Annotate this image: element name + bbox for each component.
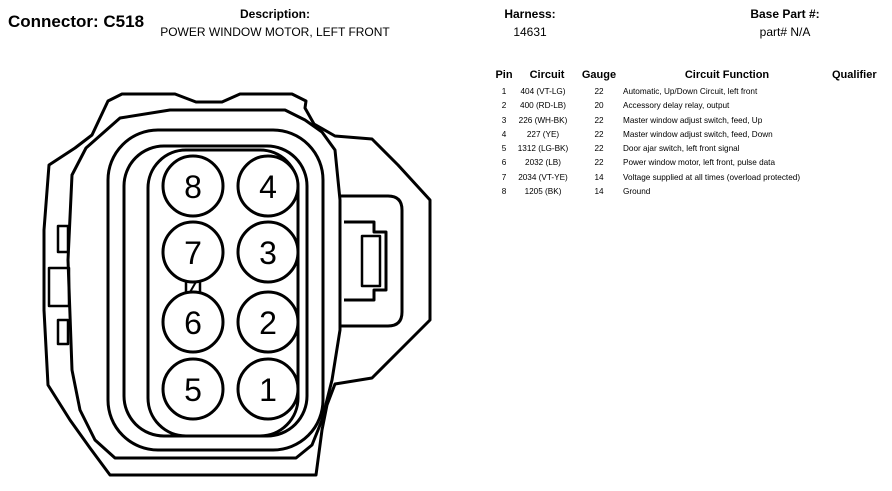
cell-function: Accessory delay relay, output [623,101,730,111]
cell-circuit: 1205 (BK) [524,187,562,197]
locking-latch-inner [344,220,388,302]
cell-pin: 3 [501,115,507,125]
cell-pin: 2 [501,101,507,111]
cell-function: Master window adjust switch, feed, Down [623,129,773,139]
pin-label-8: 8 [184,169,202,205]
cell-circuit: 2034 (VT-YE) [518,172,568,182]
description-label: Description: [239,7,310,21]
pin-2 [236,290,300,354]
pin-label-4: 4 [259,169,277,205]
table-row: 1 404 (VT-LG) 22 Automatic, Up/Down Circ… [492,87,892,101]
pin-8 [161,154,225,218]
table-row: 5 1312 (LG-BK) 22 Door ajar switch, left… [492,144,892,158]
table-row: 4 227 (YE) 22 Master window adjust switc… [492,130,892,144]
cell-circuit: 226 (WH-BK) [518,115,568,125]
key-slot-bottom [56,318,70,346]
base-part-label: Base Part #: [750,7,820,21]
cell-gauge: 14 [594,187,604,197]
pin-cavities [161,154,300,421]
cell-circuit: 400 (RD-LB) [520,101,566,111]
key-slot-top [56,224,70,254]
connector-outer-shell [42,92,432,477]
table-row: 2 400 (RD-LB) 20 Accessory delay relay, … [492,101,892,115]
cell-pin: 5 [501,144,507,154]
cell-circuit: 2032 (LB) [525,158,561,168]
pin-label-2: 2 [259,305,277,341]
description-value: POWER WINDOW MOTOR, LEFT FRONT [160,25,390,39]
cell-pin: 7 [501,172,507,182]
table-row: 3 226 (WH-BK) 22 Master window adjust sw… [492,116,892,130]
pin-label-3: 3 [259,235,277,271]
key-slot-middle [47,266,71,308]
connector-label: Connector: [8,12,99,31]
cell-gauge: 22 [594,115,604,125]
cell-circuit: 1312 (LG-BK) [517,144,569,154]
locking-latch [340,194,404,328]
pin-5 [161,357,225,421]
cell-circuit: 404 (VT-LG) [520,87,566,96]
pin-label-5: 5 [184,372,202,408]
connector-title: Connector: C518 [8,12,144,32]
table-row: 8 1205 (BK) 14 Ground [492,187,892,201]
cell-gauge: 22 [594,158,604,168]
harness-value: 14631 [513,25,547,39]
cell-gauge: 20 [594,101,604,111]
cell-pin: 8 [501,187,507,197]
cell-circuit: 227 (YE) [526,129,560,139]
connector-pin-well [146,148,300,438]
cell-function: Door ajar switch, left front signal [623,144,740,154]
column-header-function: Circuit Function [684,69,770,81]
cell-function: Master window adjust switch, feed, Up [623,115,763,125]
connector-id: C518 [103,12,145,31]
column-header-pin: Pin [495,69,513,81]
cell-gauge: 22 [594,129,604,139]
pin-3 [236,220,300,284]
cell-function: Power window motor, left front, pulse da… [623,158,775,168]
connector-cavity-frame [106,128,325,452]
cell-function: Voltage supplied at all times (overload … [623,172,801,182]
table-row: 6 2032 (LB) 22 Power window motor, left … [492,158,892,172]
latch-tab [360,234,382,288]
base-part-value: part# N/A [759,25,811,39]
cell-gauge: 22 [594,144,604,154]
cell-function: Automatic, Up/Down Circuit, left front [623,87,758,96]
harness-label: Harness: [504,7,556,21]
column-header-gauge: Gauge [581,69,617,81]
pin-7 [161,220,225,284]
pin-1 [236,357,300,421]
pin-label-1: 1 [259,372,277,408]
cell-pin: 1 [501,87,507,96]
cell-gauge: 22 [594,87,604,96]
table-row: 7 2034 (VT-YE) 14 Voltage supplied at al… [492,173,892,187]
pin-6 [161,290,225,354]
cell-gauge: 14 [594,172,604,182]
cell-pin: 6 [501,158,507,168]
cell-function: Ground [623,187,651,197]
pin-label-7: 7 [184,235,202,271]
cell-pin: 4 [501,129,507,139]
column-header-circuit: Circuit [529,69,565,81]
pin-4 [236,154,300,218]
pin-table: 1 404 (VT-LG) 22 Automatic, Up/Down Circ… [492,87,892,201]
column-header-qualifier: Qualifier [832,69,877,81]
pin-label-6: 6 [184,305,202,341]
